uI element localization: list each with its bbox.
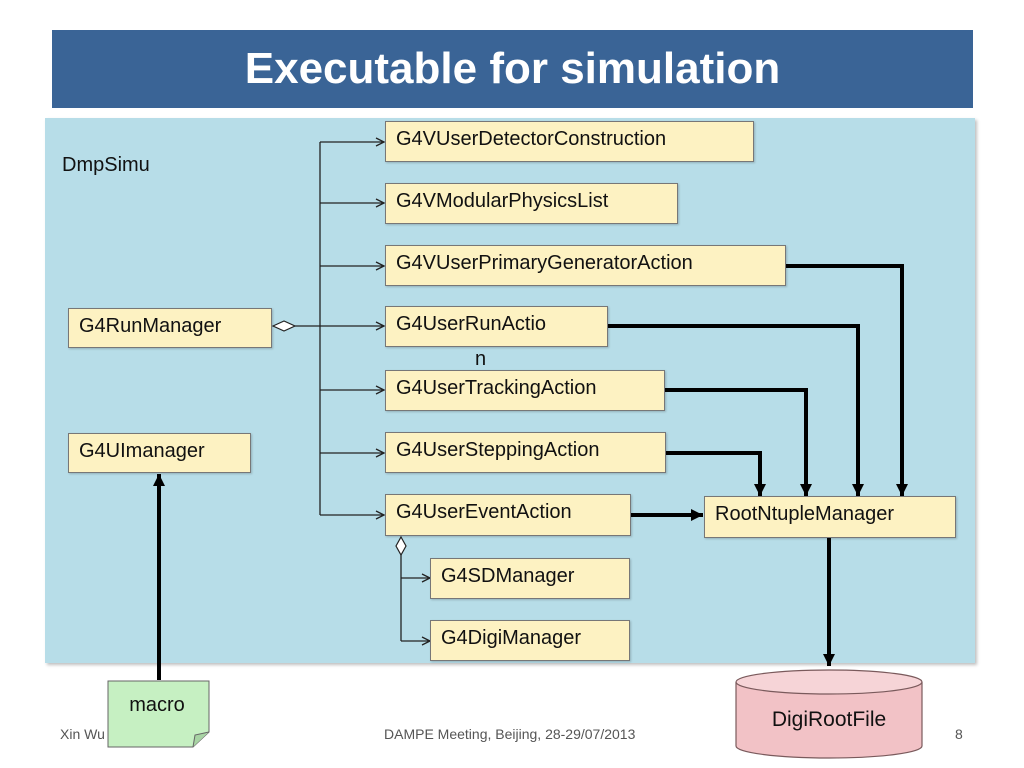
digirootfile-label: DigiRootFile: [771, 708, 887, 731]
stepping-action-box: G4UserSteppingAction: [385, 432, 666, 473]
run-action-label: G4UserRunActio: [396, 313, 547, 335]
event-action-diamond: [395, 535, 407, 557]
stepping-action-to-root: [666, 451, 766, 496]
g4uimanager-box: G4UImanager: [68, 433, 251, 473]
event-action-label: G4UserEventAction: [396, 501, 572, 523]
tracking-action-label: G4UserTrackingAction: [396, 377, 597, 399]
digi-manager-box: G4DigiManager: [430, 620, 630, 661]
footer-page-number: 8: [955, 726, 963, 742]
aggregation-diamond: [271, 320, 297, 332]
title-bar: Executable for simulation: [52, 30, 973, 108]
footer-meeting: DAMPE Meeting, Beijing, 28-29/07/2013: [384, 726, 636, 742]
sd-manager-box: G4SDManager: [430, 558, 630, 599]
g4runmanager-box: G4RunManager: [68, 308, 272, 348]
container-label: DmpSimu: [62, 154, 150, 176]
root-ntuple-manager-label: RootNtupleManager: [715, 503, 894, 525]
run-action-to-root: [608, 324, 864, 496]
detector-construction-box: G4VUserDetectorConstruction: [385, 121, 754, 162]
primary-generator-to-root: [786, 264, 908, 496]
macro-note: macro: [107, 680, 211, 748]
tracking-action-box: G4UserTrackingAction: [385, 370, 665, 411]
run-action-box: G4UserRunActio: [385, 306, 608, 347]
slide-title: Executable for simulation: [244, 44, 781, 93]
digirootfile-cylinder: DigiRootFile: [734, 668, 924, 760]
detector-construction-label: G4VUserDetectorConstruction: [396, 128, 667, 150]
cylinder-shape: [735, 669, 923, 759]
primary-generator-box: G4VUserPrimaryGeneratorAction: [385, 245, 786, 286]
tracking-action-to-root: [665, 388, 812, 496]
event-action-box: G4UserEventAction: [385, 494, 631, 536]
primary-generator-label: G4VUserPrimaryGeneratorAction: [396, 252, 693, 274]
root-ntuple-manager-box: RootNtupleManager: [704, 496, 956, 538]
physics-list-box: G4VModularPhysicsList: [385, 183, 678, 224]
note-shape: [107, 680, 210, 748]
macro-label: macro: [129, 694, 185, 716]
stepping-action-label: G4UserSteppingAction: [396, 439, 600, 461]
digi-manager-label: G4DigiManager: [441, 627, 582, 649]
g4runmanager-label: G4RunManager: [79, 315, 222, 337]
sd-manager-label: G4SDManager: [441, 565, 575, 587]
footer-author: Xin Wu: [60, 726, 105, 742]
g4uimanager-label: G4UImanager: [79, 440, 205, 462]
physics-list-label: G4VModularPhysicsList: [396, 190, 609, 212]
run-action-label-wrap: n: [475, 348, 487, 370]
